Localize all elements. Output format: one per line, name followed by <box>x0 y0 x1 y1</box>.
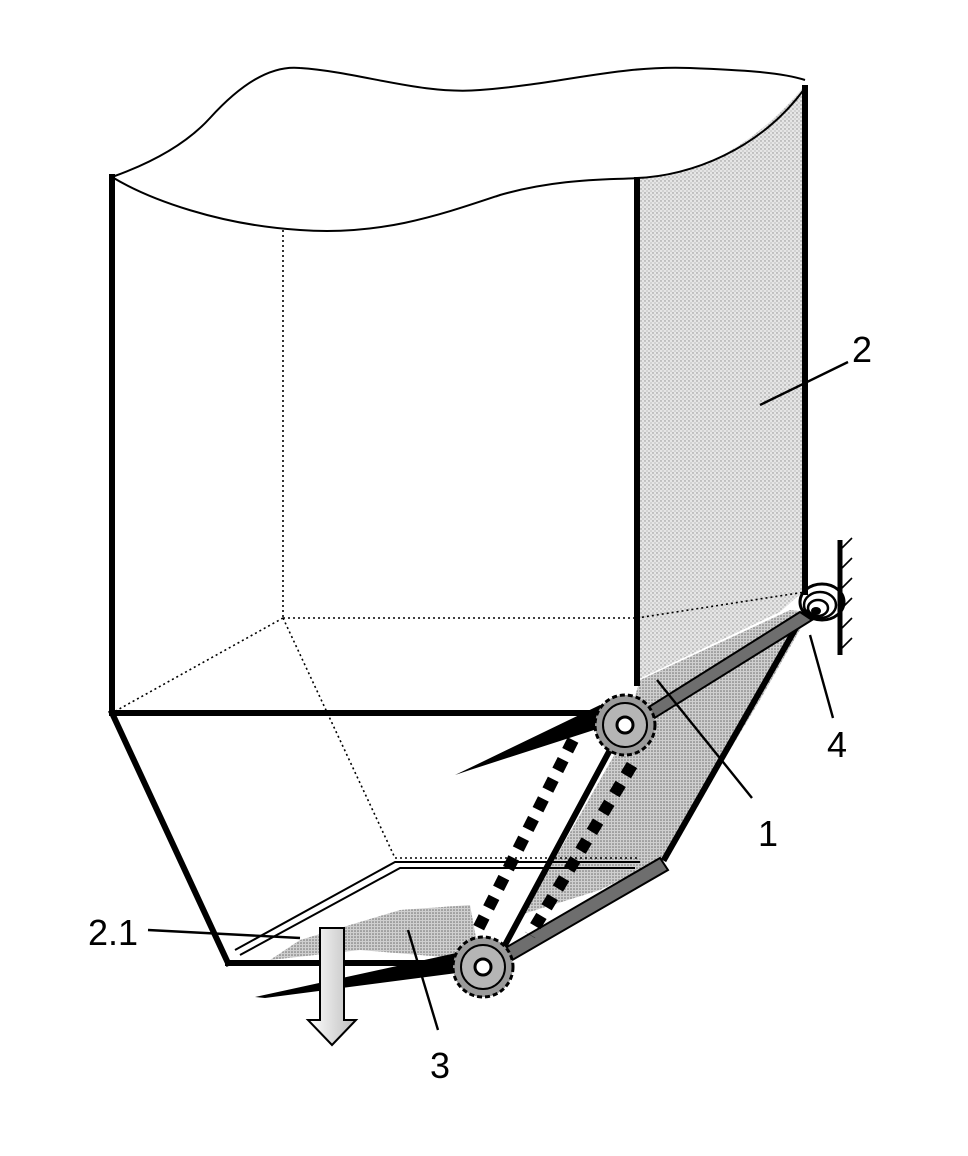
hidden-right-back <box>636 591 806 619</box>
lower-sprocket <box>451 935 515 999</box>
leader-2-1 <box>147 928 301 940</box>
leader-1 <box>656 679 753 799</box>
label-3: 3 <box>430 1045 450 1086</box>
chain-left <box>469 737 579 938</box>
funnel-right-edge <box>660 607 810 863</box>
label-2-1: 2.1 <box>88 912 138 953</box>
hidden-diagonal-left <box>111 617 284 714</box>
top-cut-line <box>111 66 806 178</box>
top-cut-line-front <box>111 87 806 233</box>
upper-sprocket <box>593 693 657 757</box>
upper-flap-edge <box>500 717 630 950</box>
label-1: 1 <box>758 813 778 854</box>
hidden-diagonal-down <box>282 617 396 859</box>
opening-frame <box>234 861 640 956</box>
side-panel-2 <box>637 85 805 680</box>
label-4: 4 <box>827 724 847 765</box>
leader-2 <box>759 360 849 407</box>
flap-region-1 <box>520 610 810 915</box>
upper-flap-blade <box>455 705 625 775</box>
funnel-left-edge <box>108 709 232 967</box>
chain-right <box>524 761 638 939</box>
discharge-arrow <box>305 927 359 1047</box>
lower-flap-blade <box>255 950 480 998</box>
leader-3 <box>406 929 440 1031</box>
leader-4 <box>808 634 835 719</box>
spring-assembly-4 <box>798 537 853 655</box>
label-2: 2 <box>852 329 872 370</box>
